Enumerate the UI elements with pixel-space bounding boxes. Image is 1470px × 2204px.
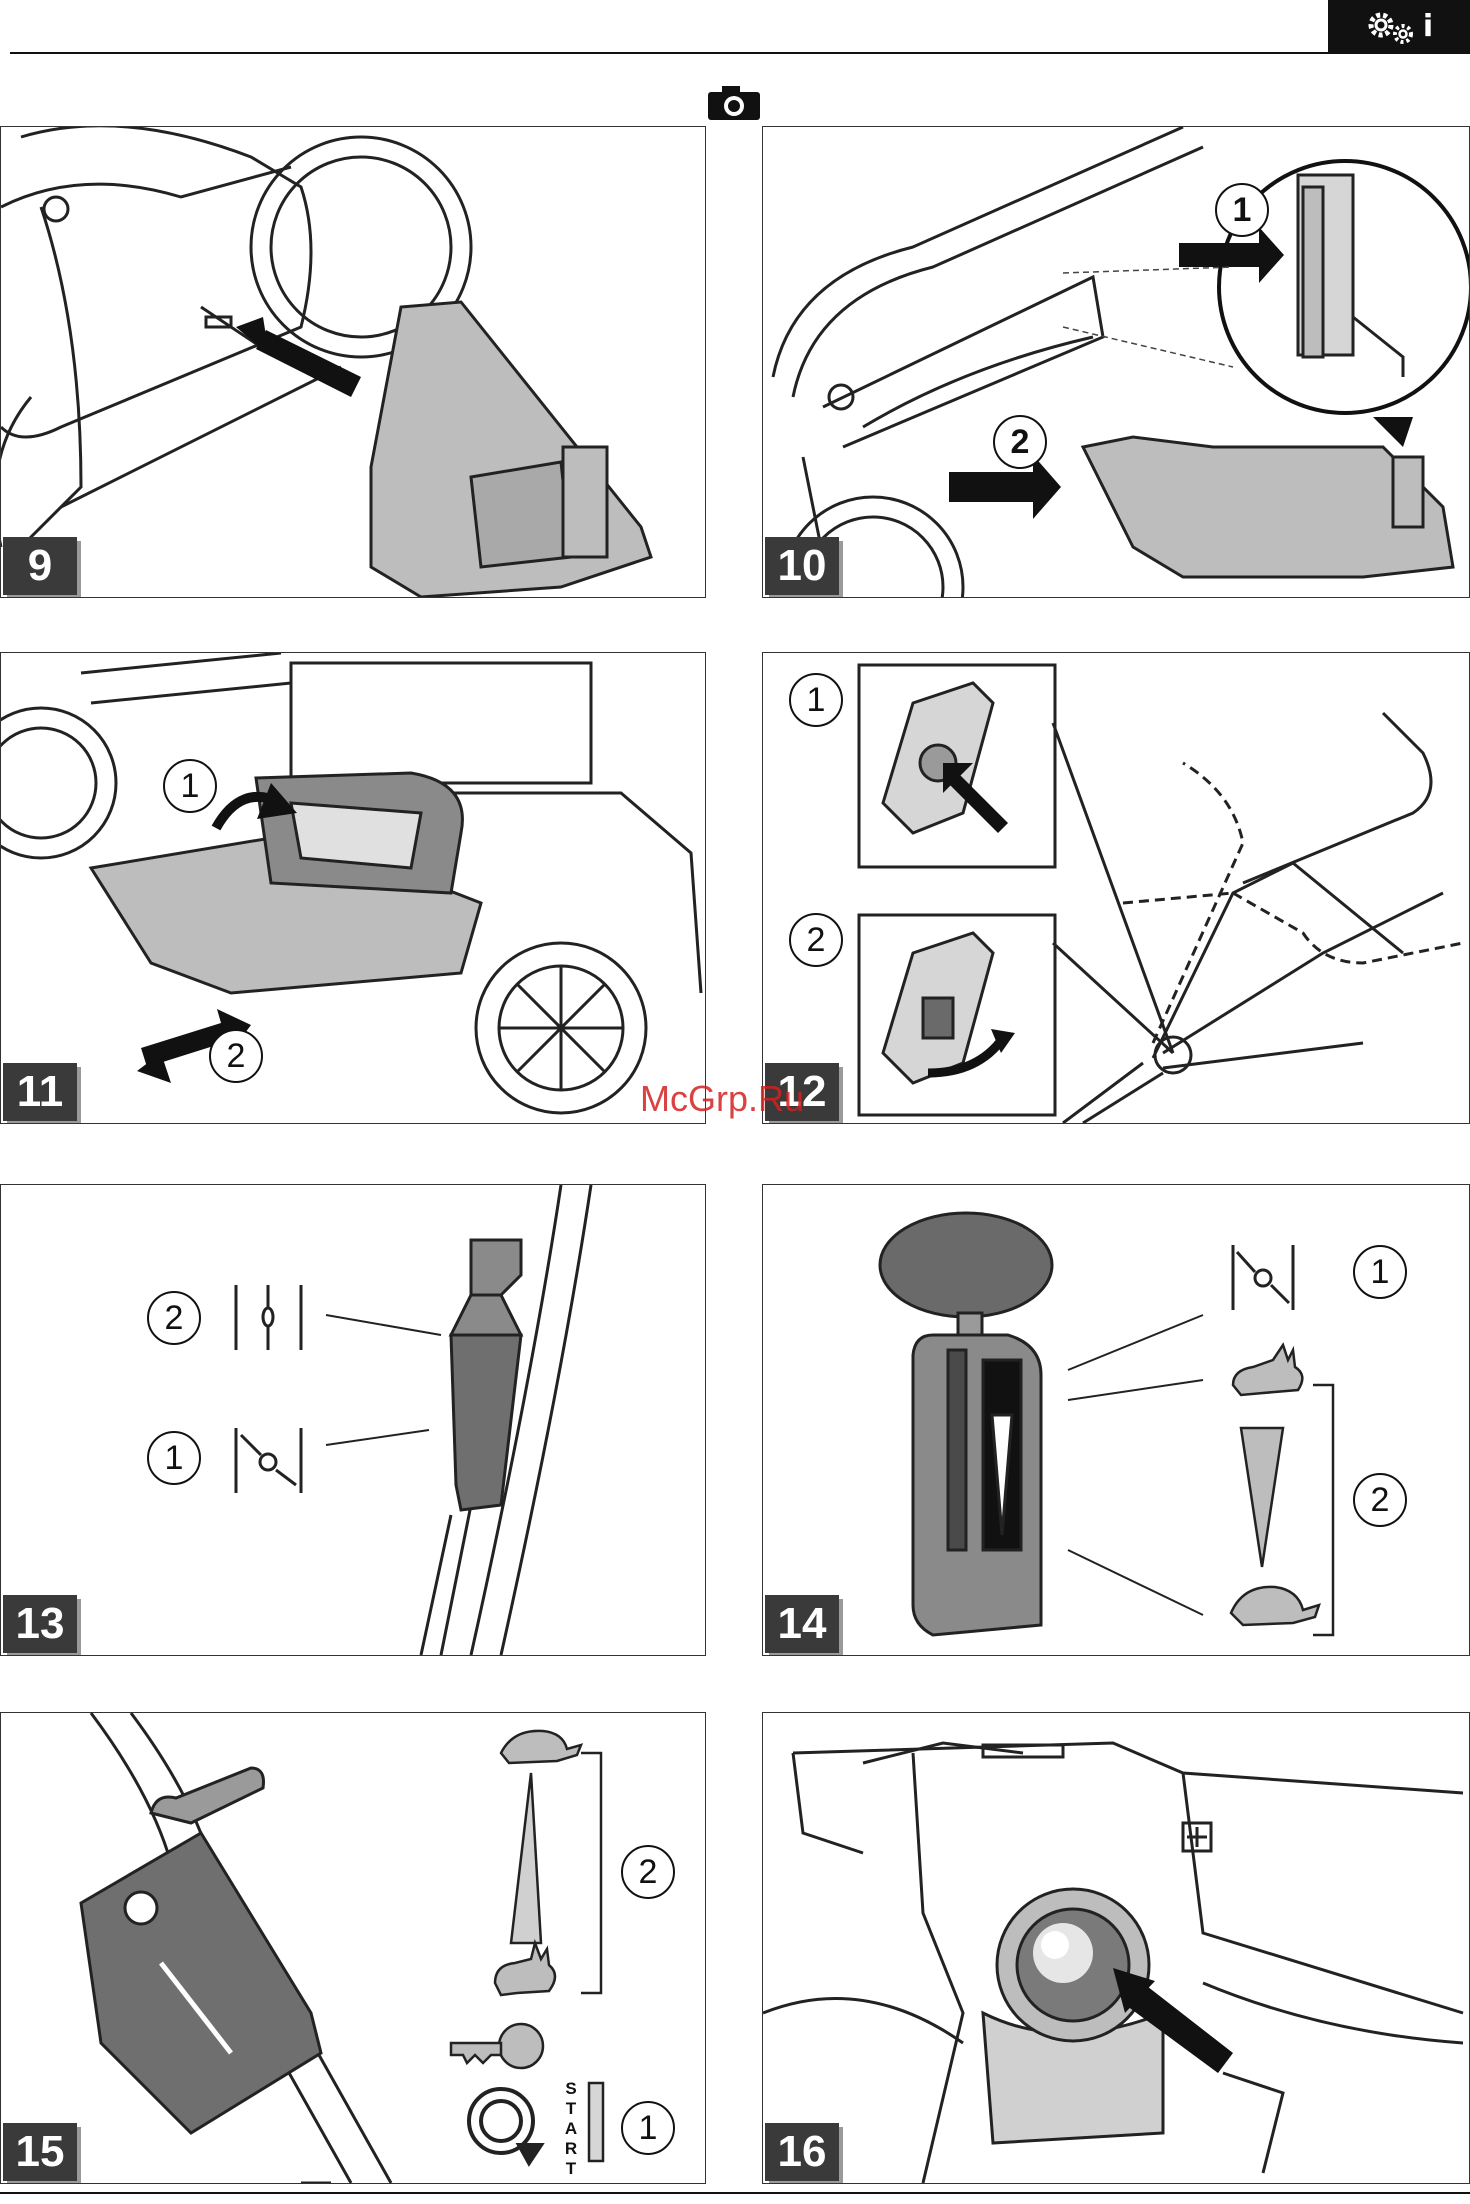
figure-9-illustration <box>1 127 705 597</box>
figure-15-callout-2: 2 <box>621 1845 675 1899</box>
figure-12: 1 2 12 <box>762 652 1470 1124</box>
figure-10-callout-2: 2 <box>993 415 1047 469</box>
figure-11: 1 2 11 <box>0 652 706 1124</box>
footer-rule <box>0 2192 1470 2194</box>
rabbit-fast-icon <box>495 1943 555 1995</box>
rabbit-fast-icon <box>1233 1345 1302 1395</box>
start-rotate-icon <box>469 2089 541 2163</box>
figure-number-badge: 15 <box>3 2123 77 2181</box>
key-icon <box>451 2024 543 2068</box>
figure-11-callout-1: 1 <box>163 759 217 813</box>
figure-number-badge: 13 <box>3 1595 77 1653</box>
figure-15: S T A R T 2 1 15 <box>0 1712 706 2184</box>
figure-10-illustration <box>763 127 1469 597</box>
choke-open-symbol <box>236 1428 301 1493</box>
figure-15-illustration <box>1 1713 705 2183</box>
figure-12-illustration <box>763 653 1469 1123</box>
choke-closed-symbol <box>236 1285 301 1350</box>
figure-11-callout-2: 2 <box>209 1029 263 1083</box>
figure-11-illustration <box>1 653 705 1123</box>
turtle-slow-icon <box>501 1731 581 1763</box>
figure-13-illustration <box>1 1185 705 1655</box>
figure-10: 1 2 10 <box>762 126 1470 598</box>
figure-13-callout-2: 2 <box>147 1291 201 1345</box>
info-icon: i <box>1423 12 1433 42</box>
figure-14-callout-2: 2 <box>1353 1473 1407 1527</box>
figure-10-callout-1: 1 <box>1215 183 1269 237</box>
figure-number-badge: 11 <box>3 1063 77 1121</box>
figure-15-callout-1: 1 <box>621 2101 675 2155</box>
figure-number-badge: 10 <box>765 537 839 595</box>
start-label: S T A R T <box>561 2079 581 2179</box>
figure-number-badge: 9 <box>3 537 77 595</box>
figure-16: 16 <box>762 1712 1470 2184</box>
figure-12-callout-1: 1 <box>789 673 843 727</box>
figure-12-callout-2: 2 <box>789 913 843 967</box>
turtle-slow-icon <box>1231 1587 1319 1625</box>
figure-9: 9 <box>0 126 706 598</box>
watermark-text: McGrp.Ru <box>640 1078 804 1120</box>
figure-14-callout-1: 1 <box>1353 1245 1407 1299</box>
header-rule <box>10 52 1328 54</box>
choke-open-symbol-14 <box>1233 1245 1293 1310</box>
header-tab: i <box>1328 0 1470 54</box>
gears-icon <box>1365 7 1417 47</box>
camera-icon <box>706 84 762 122</box>
figure-number-badge: 14 <box>765 1595 839 1653</box>
figure-16-illustration <box>763 1713 1469 2183</box>
figure-13-callout-1: 1 <box>147 1431 201 1485</box>
figure-14: 1 2 14 <box>762 1184 1470 1656</box>
figure-number-badge: 16 <box>765 2123 839 2181</box>
figure-13: 2 1 13 <box>0 1184 706 1656</box>
